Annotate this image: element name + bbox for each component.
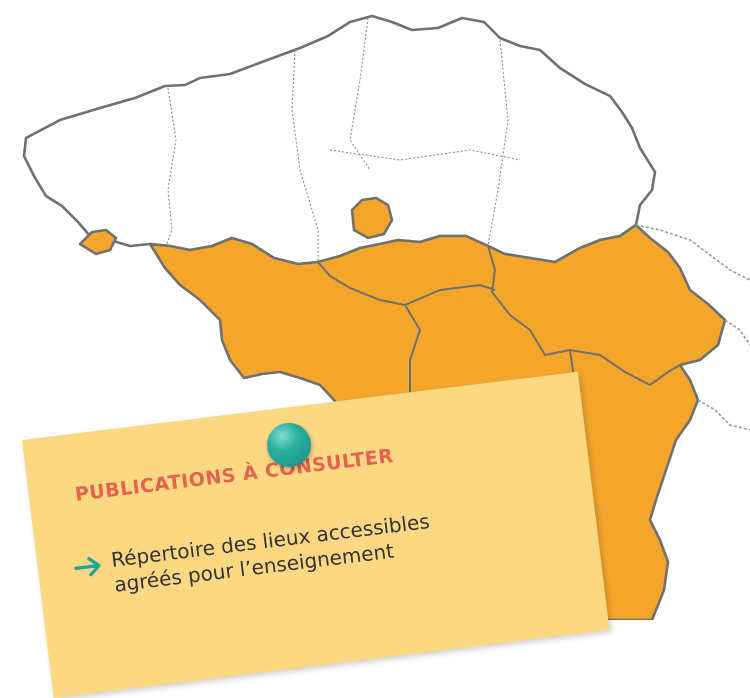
- list-item[interactable]: Répertoire des lieux accessibles agréés …: [72, 502, 493, 603]
- publications-note: PUBLICATIONS À CONSULTER Répertoire des …: [22, 371, 610, 698]
- region-flanders: [22, 14, 657, 266]
- push-pin-icon: [267, 423, 311, 467]
- publication-link[interactable]: Répertoire des lieux accessibles agréés …: [109, 509, 431, 597]
- region-enclave[interactable]: [78, 228, 118, 256]
- note-title: PUBLICATIONS À CONSULTER: [73, 444, 395, 506]
- arrow-right-icon: [74, 557, 101, 577]
- region-brussels[interactable]: [350, 196, 394, 240]
